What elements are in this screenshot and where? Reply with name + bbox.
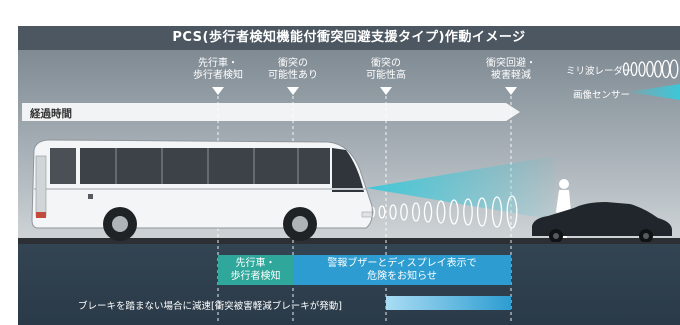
- detect-box: 先行車・ 歩行者検知: [218, 255, 293, 285]
- marker-possible-label: 衝突の 可能性あり: [258, 58, 328, 82]
- marker-avoid-arrow-icon: [505, 87, 517, 95]
- marker-high-line2: 可能性高: [366, 70, 406, 81]
- marker-possible-line1: 衝突の: [278, 58, 308, 69]
- road: [18, 238, 680, 244]
- marker-detect-label: 先行車・ 歩行者検知: [183, 58, 253, 82]
- sensor-beam: [366, 156, 555, 229]
- marker-high-arrow-icon: [380, 87, 392, 95]
- alert-box-line2: 危険をお知らせ: [367, 271, 437, 282]
- marker-detect-arrow-icon: [212, 87, 224, 95]
- camera-label: 画像センサー: [573, 90, 631, 101]
- marker-possible-line2: 可能性あり: [268, 70, 318, 81]
- camera-beam-icon: [628, 84, 680, 100]
- marker-high-line1: 衝突の: [371, 58, 401, 69]
- bus-illustration: [31, 139, 373, 241]
- brake-text: ブレーキを踏まない場合に減速[衝突被害軽減ブレーキが発動]: [78, 301, 342, 312]
- diagram-title: PCS(歩行者検知機能付衝突回避支援タイプ)作動イメージ: [18, 26, 680, 50]
- alert-box-line1: 警報ブザーとディスプレイ表示で: [327, 258, 477, 269]
- alert-box: 警報ブザーとディスプレイ表示で 危険をお知らせ: [293, 255, 511, 285]
- marker-avoid-label: 衝突回避・ 被害軽減: [476, 58, 546, 82]
- detect-box-line2: 歩行者検知: [230, 271, 281, 282]
- car-illustration: [532, 202, 672, 242]
- marker-avoid-line2: 被害軽減: [491, 70, 531, 81]
- radar-wave-icon: [622, 59, 679, 79]
- marker-high-label: 衝突の 可能性高: [351, 58, 421, 82]
- brake-gradient-bar: [386, 296, 511, 310]
- marker-possible-arrow-icon: [287, 87, 299, 95]
- elapsed-time-arrow: [22, 103, 520, 121]
- detect-box-line1: 先行車・: [235, 258, 276, 269]
- marker-avoid-line1: 衝突回避・: [486, 58, 536, 69]
- marker-detect-line2: 歩行者検知: [193, 70, 243, 81]
- elapsed-time-label: 経過時間: [30, 108, 72, 120]
- marker-detect-line1: 先行車・: [198, 58, 238, 69]
- radar-label: ミリ波レーダー: [566, 66, 633, 77]
